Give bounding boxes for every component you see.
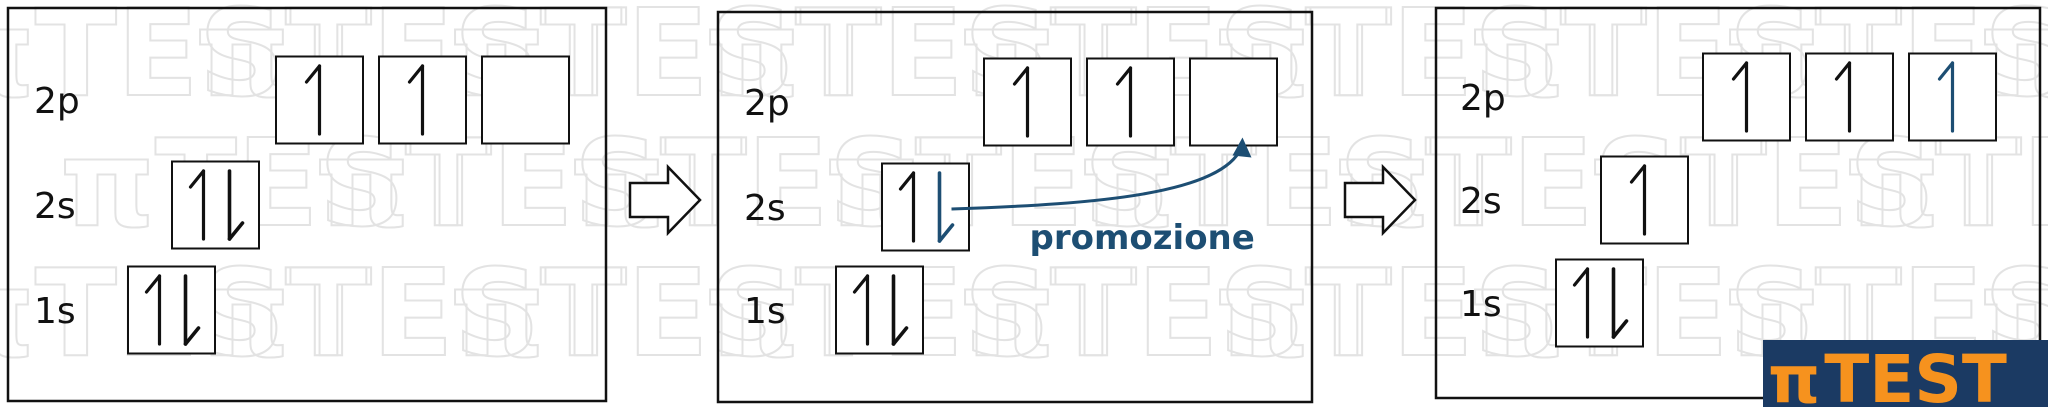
orbital-box <box>881 162 970 252</box>
watermark-text: πTEST <box>960 245 1387 384</box>
orbital-box <box>835 265 924 355</box>
level-2s: 2s <box>34 160 260 250</box>
electron-spin-down-icon <box>891 274 909 346</box>
orbital-box <box>1702 52 1791 142</box>
electron-spin-up-icon <box>188 169 206 241</box>
level-label: 2p <box>1460 78 1506 119</box>
watermark-text: πTEST <box>1215 0 1642 124</box>
panel-frame <box>6 6 608 403</box>
level-2p: 2p <box>744 57 1278 147</box>
panel-1: 2p 2s 1s <box>6 6 608 403</box>
orbital-box <box>127 265 216 355</box>
orbital-box <box>1600 155 1689 245</box>
orbital-box <box>1189 57 1278 147</box>
electron-spin-up-icon <box>1937 61 1955 133</box>
watermark-text: πTEST <box>450 245 877 384</box>
orbital-box <box>1555 258 1644 348</box>
electron-spin-up-icon <box>1115 66 1133 138</box>
logo-background <box>1763 340 2048 407</box>
level-label: 1s <box>744 291 786 332</box>
electron-spin-up-icon <box>1572 267 1590 339</box>
orbital-box <box>378 55 467 145</box>
level-1s: 1s <box>34 265 216 355</box>
electron-spin-up-icon <box>304 64 322 136</box>
promotion-label: promozione <box>1030 218 1255 258</box>
watermark-text: πTEST <box>1335 115 1762 254</box>
electron-spin-up-icon <box>1834 61 1852 133</box>
electron-spin-down-icon <box>1611 267 1629 339</box>
transition-arrows <box>628 163 1417 237</box>
electron-spin-up-icon <box>898 171 916 243</box>
level-label: 1s <box>34 291 76 332</box>
electron-spin-up-icon <box>407 64 425 136</box>
logo-text: πTEST <box>1768 341 2007 407</box>
level-label: 2p <box>34 81 80 122</box>
electron-spin-up-icon <box>852 274 870 346</box>
orbital-box <box>1908 52 1997 142</box>
electron-spin-down-icon <box>937 171 955 243</box>
level-1s: 1s <box>744 265 924 355</box>
level-2s: 2s <box>744 162 970 252</box>
level-2p: 2p <box>1460 52 1997 142</box>
panel-frame <box>1434 6 2042 400</box>
logo: πTEST <box>1763 340 2048 407</box>
orbital-box <box>1086 57 1175 147</box>
electron-spin-up-icon <box>144 274 162 346</box>
level-label: 1s <box>1460 284 1502 325</box>
level-2s: 2s <box>1460 155 1689 245</box>
orbital-box <box>983 57 1072 147</box>
level-label: 2s <box>1460 181 1502 222</box>
electron-spin-up-icon <box>1629 164 1647 236</box>
orbital-box <box>171 160 260 250</box>
panels: 2p 2s 1s 2p 2s 1s promozione 2p 2s 1s <box>6 6 2042 404</box>
electron-spin-down-icon <box>227 169 245 241</box>
level-2p: 2p <box>34 55 570 145</box>
watermark-text: πTEST <box>195 245 622 384</box>
level-label: 2s <box>744 188 786 229</box>
promotion-arrow-icon <box>951 137 1252 211</box>
level-label: 2p <box>744 83 790 124</box>
level-label: 2s <box>34 186 76 227</box>
electron-spin-down-icon <box>183 274 201 346</box>
orbital-box <box>1805 52 1894 142</box>
panel-frame <box>716 10 1314 404</box>
electron-spin-up-icon <box>1012 66 1030 138</box>
hollow-right-arrow-icon <box>1343 163 1417 237</box>
orbital-box <box>481 55 570 145</box>
panel-2: 2p 2s 1s promozione <box>716 10 1314 404</box>
level-1s: 1s <box>1460 258 1644 348</box>
electron-spin-up-icon <box>1731 61 1749 133</box>
orbital-box <box>275 55 364 145</box>
panel-3: 2p 2s 1s <box>1434 6 2042 400</box>
hollow-right-arrow-icon <box>628 163 702 237</box>
